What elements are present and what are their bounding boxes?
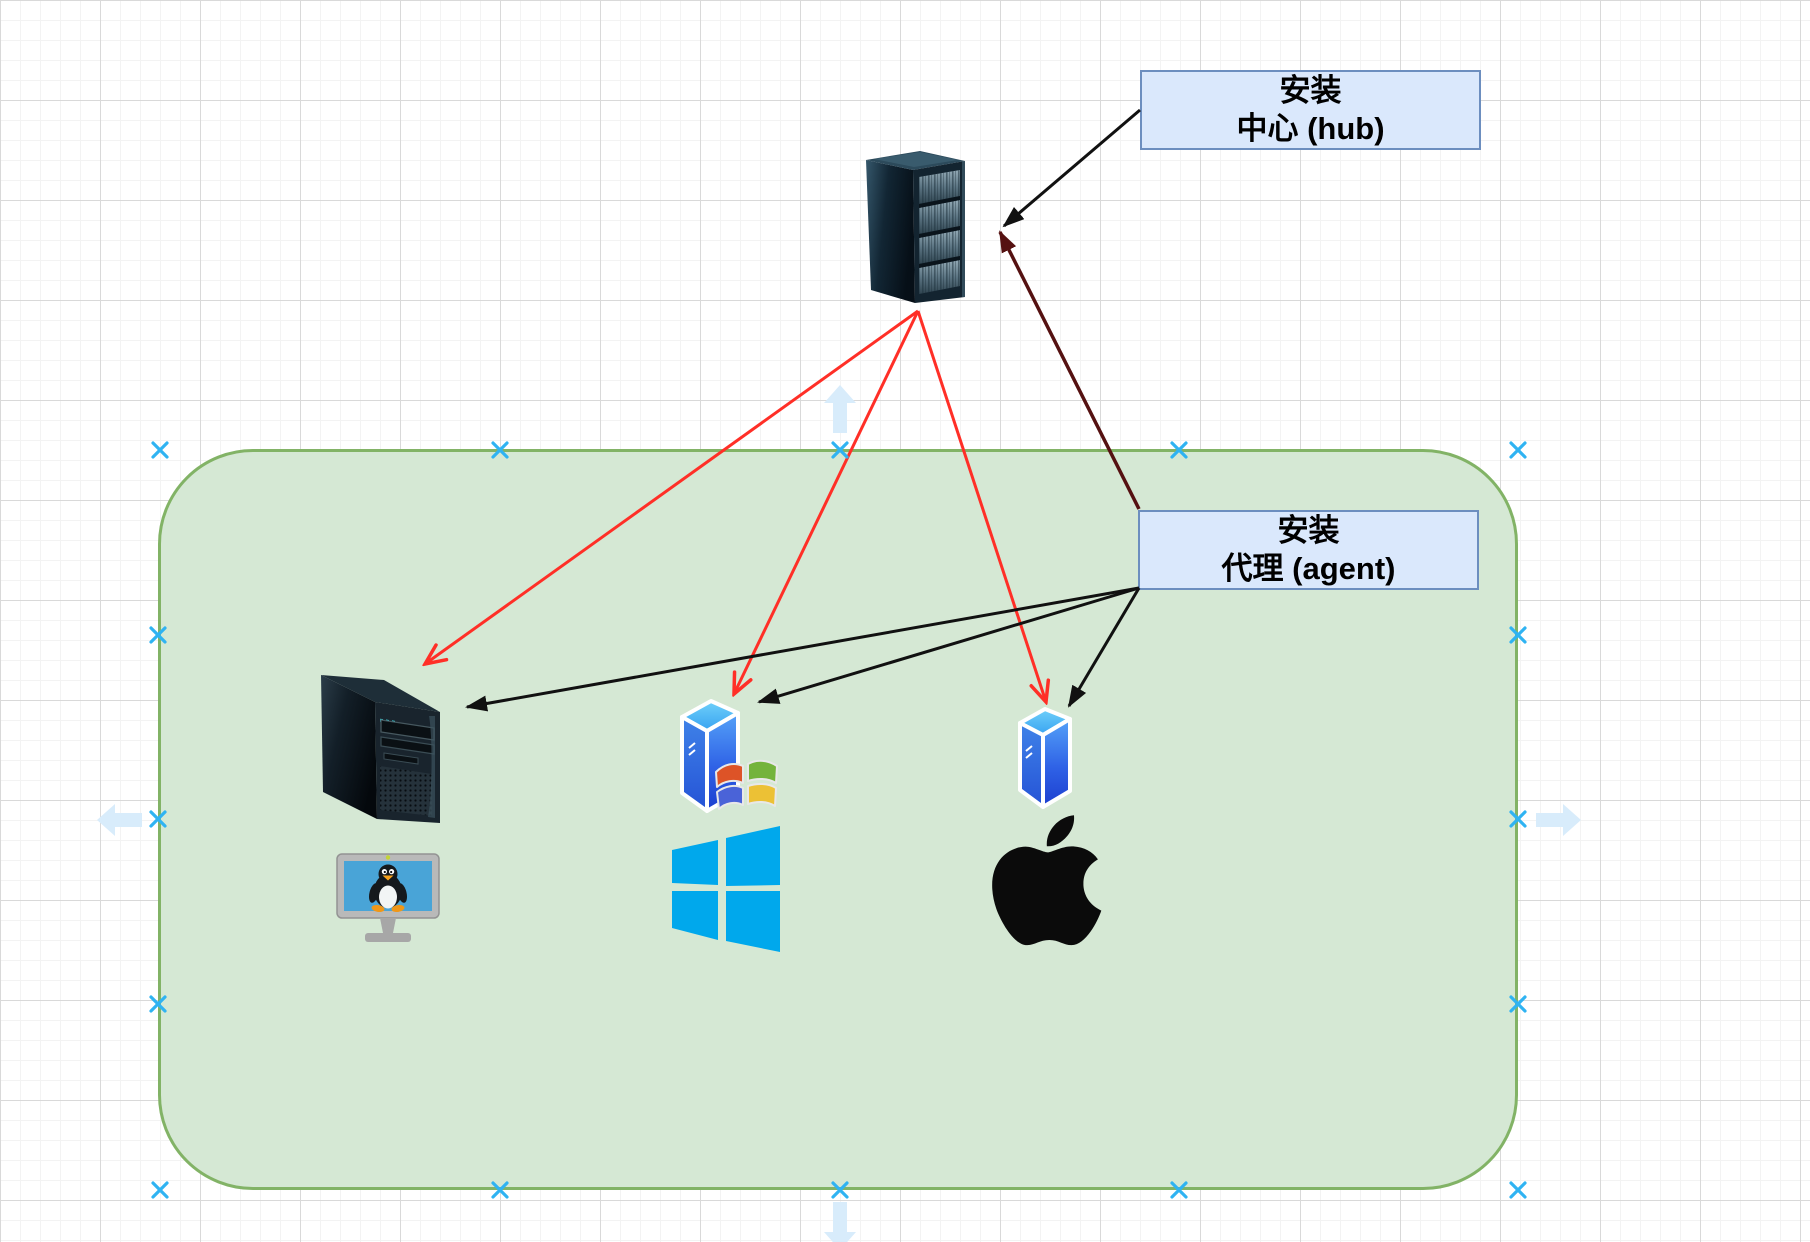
connection-cross-icon: [1509, 441, 1527, 459]
direction-arrow-up-icon[interactable]: [820, 383, 860, 435]
tux-monitor-icon[interactable]: [336, 853, 440, 953]
install-agent-label-line2: 代理 (agent): [1221, 551, 1396, 586]
apple-logo-icon[interactable]: [986, 806, 1106, 956]
direction-arrow-down-icon[interactable]: [820, 1200, 860, 1242]
connection-cross-icon: [1509, 1181, 1527, 1199]
install-hub-label-line1: 安装: [1279, 73, 1342, 108]
connection-cross-icon: [151, 441, 169, 459]
mac-server-icon[interactable]: [1012, 704, 1078, 812]
tux-penguin-icon: [369, 864, 407, 913]
install-agent-label-line1: 安装: [1277, 513, 1340, 548]
server-rack-icon[interactable]: [862, 146, 972, 312]
direction-arrow-right-icon[interactable]: [1533, 801, 1583, 839]
edge-hublabel-to-hubserver[interactable]: [1002, 108, 1141, 228]
windows-xp-logo-icon[interactable]: [710, 750, 784, 824]
install-agent-label[interactable]: 安装 代理 (agent): [1138, 510, 1479, 590]
connection-cross-icon: [151, 1181, 169, 1199]
linux-tower-icon[interactable]: [318, 668, 442, 830]
install-hub-label-line2: 中心 (hub): [1236, 111, 1385, 146]
windows-flat-logo-icon[interactable]: [672, 826, 784, 954]
direction-arrow-left-icon[interactable]: [95, 801, 145, 839]
install-hub-label[interactable]: 安装 中心 (hub): [1140, 70, 1481, 150]
